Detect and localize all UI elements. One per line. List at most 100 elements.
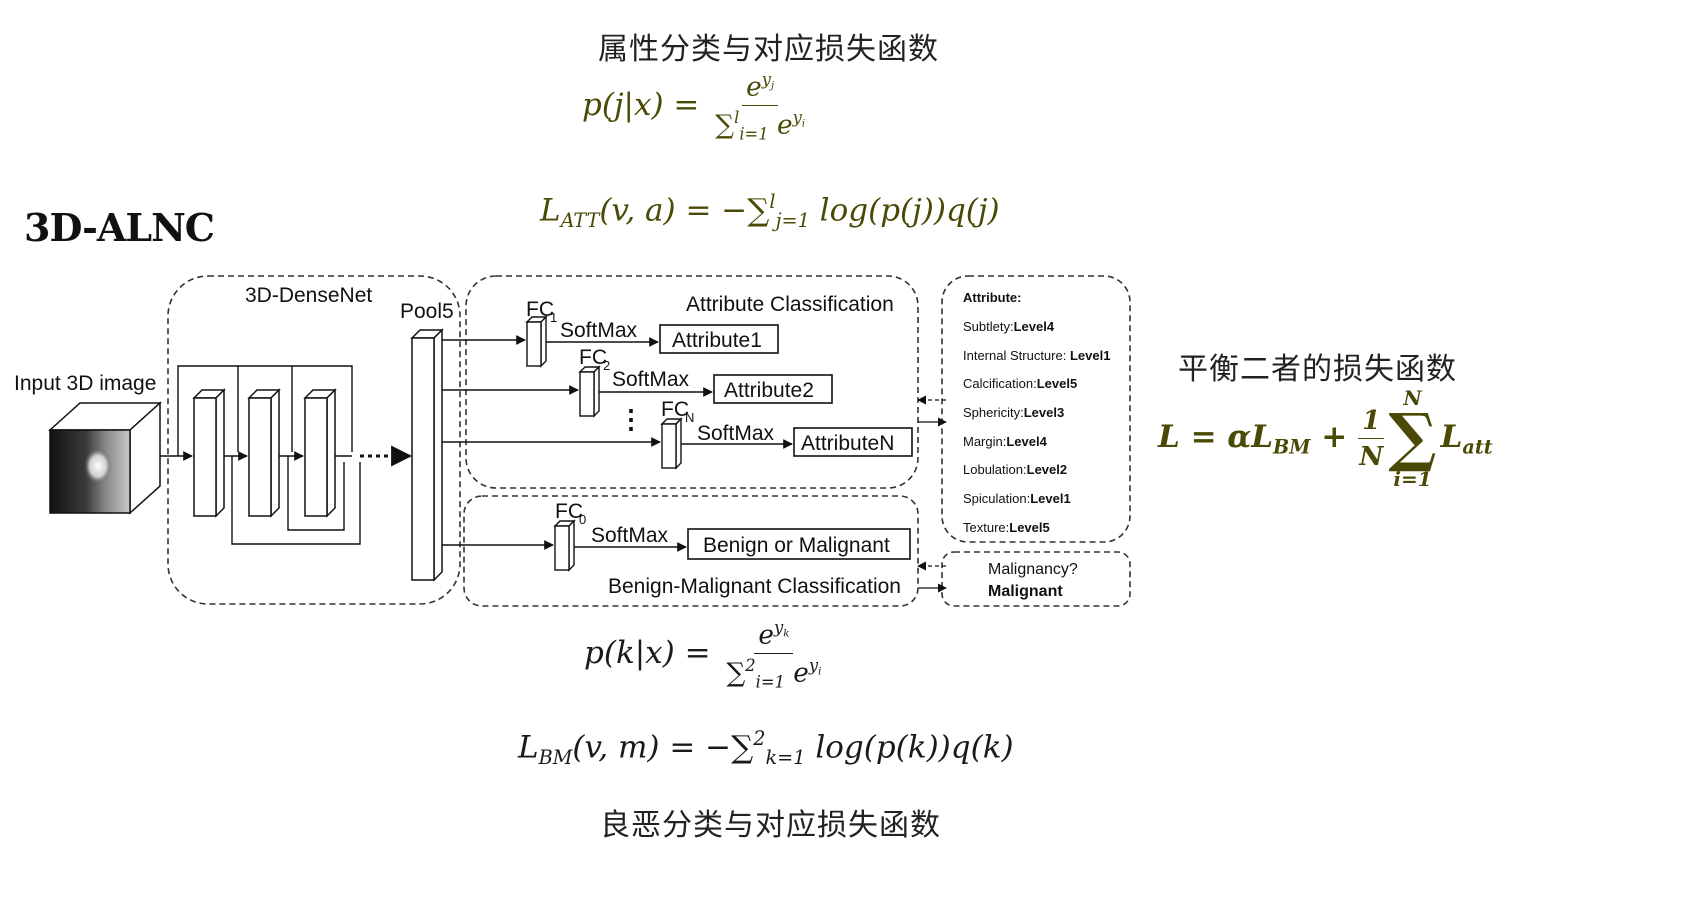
formula-p-j-den-exp: y [792,107,802,127]
attribute2-box [713,374,833,404]
softmax-0-label: SoftMax [591,524,669,547]
fcn-label: FC [661,398,689,421]
formula-p-j-sum: ∑ [715,110,735,141]
panel-connectors [917,395,947,593]
attribute-item: Sphericity:Level3 [963,405,1064,420]
formula-total-sum-top: N [1403,386,1422,410]
attribute-section-label: Attribute Classification [686,293,894,316]
pool-to-fc-lines [442,335,661,550]
formula-p-k-num-sup: y [774,618,784,637]
formula-total-sum-bottom: i=1 [1393,466,1432,491]
fc-blocks [525,315,683,572]
malignancy-answer: Malignant [988,583,1063,600]
formula-l-bm-sum-sub: k=1 [765,746,806,770]
formula-p-j: p(j|x) = eyj ∑li=1 eyi [582,70,805,143]
fcn-block [661,423,677,469]
formula-p-j-sum-sub: i=1 [739,123,769,143]
attribute-panel-header: Attribute: [963,290,1022,305]
formula-total-term: L [1440,418,1463,455]
formula-p-k-sum-sub: i=1 [755,671,785,691]
formula-total-term-sub: att [1462,435,1493,459]
attribute-item: Margin:Level4 [963,434,1048,449]
formula-p-j-num-base: e [746,72,762,103]
formula-p-k-sum: ∑ [726,658,746,689]
attribute-item: Lobulation:Level2 [963,462,1067,477]
formula-p-j-den-exp-sub: i [801,118,806,130]
attributen-label: AttributeN [801,432,894,455]
formula-l-bm: LBM(v, m) = −∑2k=1 log(p(k))q(k) [518,727,1014,769]
formula-p-k-den-exp-sub: i [818,666,822,678]
densenet-label: 3D-DenseNet [245,284,372,307]
formula-l-att-name: L [540,192,561,229]
formula-p-k-sum-sup: 2 [745,655,756,675]
fcn-subscript: N [685,410,694,425]
input-label: Input 3D image [14,372,156,395]
dense-connections [160,365,413,545]
attribute-item: Texture:Level5 [963,520,1050,535]
bm-output-label: Benign or Malignant [703,534,890,557]
formula-l-att-sub: ATT [560,209,600,233]
fc1-subscript: 1 [550,310,557,325]
formula-l-att-sum-sup: l [769,190,776,213]
malignancy-panel-box [941,551,1131,607]
bm-loss-caption: 良恶分类与对应损失函数 [600,808,941,843]
pool5-block [410,328,444,582]
nodule-highlight [84,448,112,484]
attribute-item: Spiculation:Level1 [963,491,1071,506]
formula-l-att-sum-sub: j=1 [775,209,810,233]
formula-l-bm-args: (v, m) = −∑ [572,729,754,766]
formula-l-bm-sub: BM [538,746,573,770]
attribute1-label: Attribute1 [672,329,762,352]
page-title: 3D-ALNC [24,205,215,250]
formula-total-frac-den: N [1359,440,1384,472]
attribute-item: Calcification:Level5 [963,376,1077,391]
formula-p-j-den-base: e [768,110,793,141]
formula-total-plus: + [1310,418,1359,455]
formula-p-j-sum-sup: l [734,107,740,127]
formula-p-k-num-base: e [758,620,775,651]
attribute-item: Subtlety:Level4 [963,319,1055,334]
fc1-label: FC [526,298,554,321]
softmax-n-label: SoftMax [697,422,775,445]
formula-p-j-fraction: eyj ∑li=1 eyi [715,70,805,143]
formula-p-k: p(k|x) = eyk ∑2i=1 eyi [584,618,821,691]
formula-l-bm-sum-sup: 2 [753,727,766,750]
vertical-dots: ⋮ [618,404,644,434]
formula-p-j-lhs: p(j|x) = [582,86,700,123]
pool5-label: Pool5 [400,300,454,323]
fc-to-output-lines [546,337,793,552]
attribute-loss-caption: 属性分类与对应损失函数 [598,32,939,67]
attribute-item: Internal Structure: Level1 [963,348,1110,363]
dense-block-3 [304,397,328,517]
formula-total-sum-sigma: ∑ [1388,400,1437,475]
formula-p-j-num-sub: j [771,80,775,92]
dense-block-2 [248,397,272,517]
attribute-panel-text: Attribute: Subtlety:Level4 Internal Stru… [963,290,1110,535]
softmax-1-label: SoftMax [560,319,638,342]
softmax-2-label: SoftMax [612,368,690,391]
formula-p-j-num-sup: y [761,70,771,89]
formula-p-k-den-base: e [784,658,809,689]
formula-total-sum: N∑i=1 [1388,388,1436,489]
fc1-block [526,321,542,367]
formula-l-att: LATT(v, a) = −∑lj=1 log(p(j))q(j) [540,190,1000,232]
formula-l-bm-name: L [518,729,539,766]
fc2-label: FC [579,346,607,369]
formula-p-k-fraction: eyk ∑2i=1 eyi [726,618,821,691]
bm-section-label: Benign-Malignant Classification [608,575,901,598]
formula-total-lhs: L = αL [1158,418,1274,455]
dense-blocks [192,388,337,518]
formula-total-lhs-sub: BM [1273,435,1311,459]
formula-p-k-lhs: p(k|x) = [584,634,711,671]
attribute-section-box [465,275,919,489]
balance-loss-caption: 平衡二者的损失函数 [1178,352,1457,387]
attributen-box [793,427,913,457]
formula-p-k-num-sub: k [783,628,790,640]
dense-block-1 [193,397,217,517]
formula-p-k-den-exp: y [808,655,819,675]
fc0-label: FC [555,500,583,523]
input-cube [48,401,162,515]
